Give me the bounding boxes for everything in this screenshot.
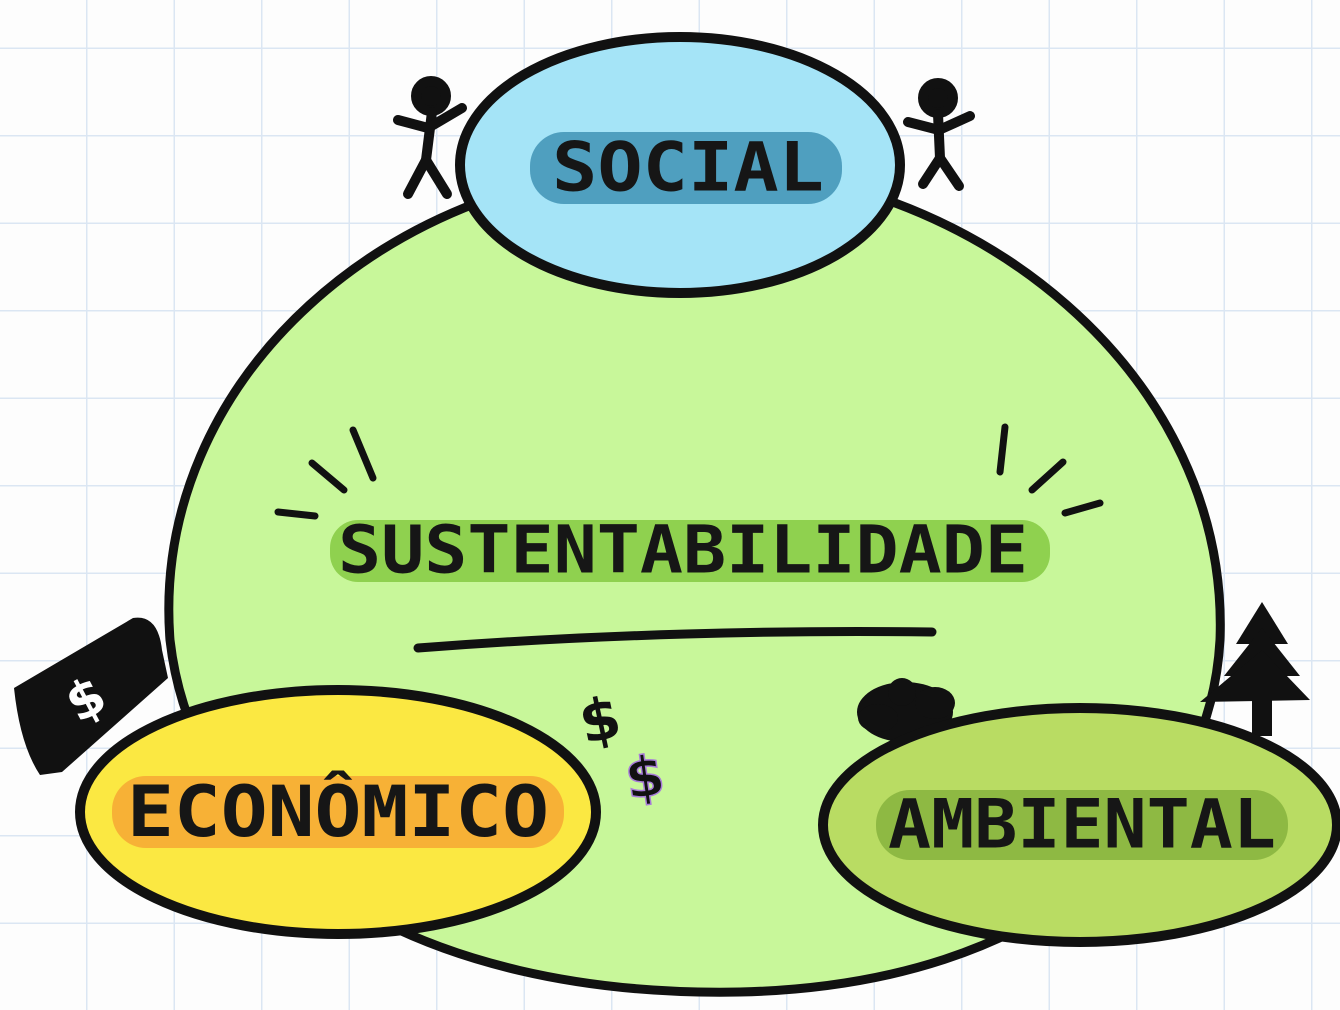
money-bill-icon: $ [14, 617, 168, 775]
center-label-highlight [330, 520, 1050, 582]
economic-label: ECONÔMICO [127, 771, 549, 853]
emphasis-rays-left [274, 426, 377, 520]
environmental-label: AMBIENTAL [888, 786, 1276, 865]
social-label-highlight [530, 132, 842, 204]
person-icon-right [903, 78, 975, 191]
social-label: SOCIAL [552, 129, 824, 208]
environmental-label-highlight [876, 790, 1288, 860]
economic-label-highlight [112, 776, 564, 848]
person-icon-left [393, 76, 467, 199]
emphasis-rays-right [996, 423, 1104, 517]
divider-line [413, 627, 937, 653]
tree-icon [1200, 602, 1310, 736]
center-label: SUSTENTABILIDADE [338, 512, 1028, 589]
